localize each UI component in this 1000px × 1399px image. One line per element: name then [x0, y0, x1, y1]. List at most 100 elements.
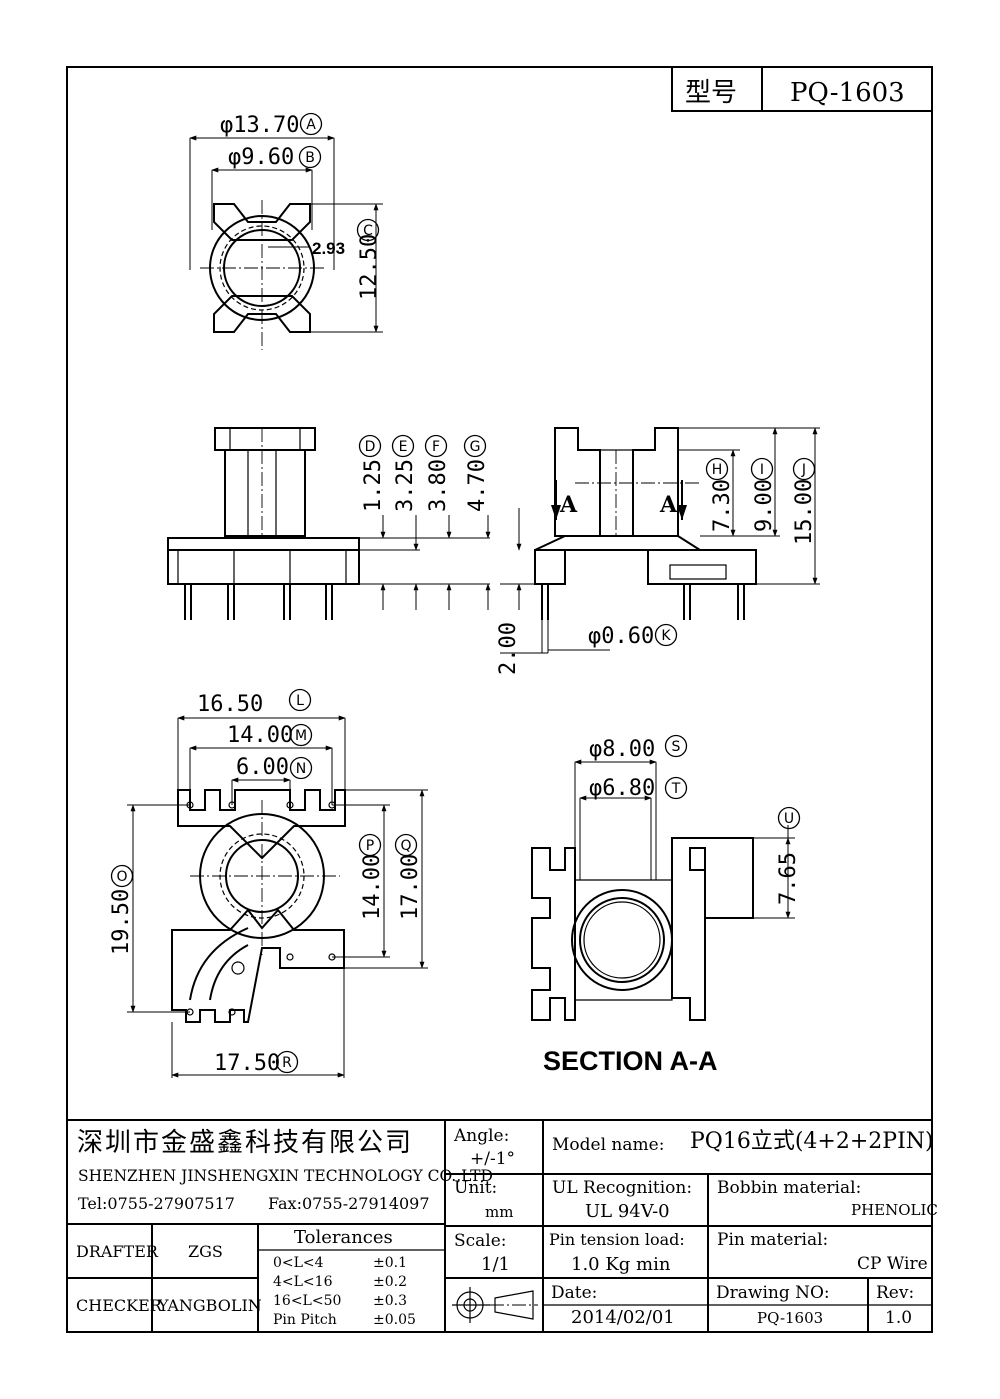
- circled-label-d: D: [358, 434, 382, 458]
- tolerance-value: ±0.3: [373, 1293, 407, 1309]
- dim-j-value: 15.00: [792, 479, 817, 545]
- dim-i-value: 9.00: [752, 479, 777, 532]
- circled-label-o: O: [110, 864, 134, 888]
- circled-label-g: G: [463, 434, 487, 458]
- company-tel: Tel:0755-27907517: [78, 1194, 235, 1213]
- tolerance-range: Pin Pitch: [273, 1312, 337, 1328]
- circled-label-t: T: [664, 776, 688, 800]
- date-value: 2014/02/01: [571, 1307, 675, 1328]
- section-marker-right: A: [659, 492, 678, 518]
- dim-g-value: 4.70: [465, 459, 490, 512]
- company-name-en: SHENZHEN JINSHENGXIN TECHNOLOGY CO.,LTD: [78, 1167, 493, 1185]
- top-view: [189, 135, 383, 350]
- dim-l-value: 16.50: [197, 692, 263, 717]
- circled-label-p: P: [358, 833, 382, 857]
- dim-h-value: 7.30: [710, 479, 735, 532]
- projection-symbol: [452, 1287, 538, 1323]
- title-block-top: 型号 PQ-1603: [671, 66, 933, 112]
- circled-label-n: N: [289, 756, 313, 780]
- section-view: [531, 759, 795, 1021]
- angle-value: +/-1°: [470, 1149, 516, 1169]
- pin-material-value: CP Wire: [857, 1254, 928, 1274]
- dim-e-value: 3.25: [393, 459, 418, 512]
- circled-label-k: K: [654, 623, 678, 647]
- rev-value: 1.0: [885, 1308, 913, 1328]
- dim-c-inner: 2.93: [312, 239, 345, 258]
- circled-label-a: A: [299, 112, 323, 136]
- model-type-label: 型号: [685, 78, 737, 108]
- svg-text:H: H: [712, 462, 723, 478]
- ul-value: UL 94V-0: [585, 1201, 670, 1222]
- section-marker-left: A: [559, 492, 578, 518]
- unit-value: mm: [485, 1203, 514, 1221]
- dim-k-value: φ0.60: [588, 624, 654, 649]
- svg-text:D: D: [365, 439, 376, 455]
- dim-r-value: 17.50: [214, 1051, 280, 1076]
- ul-label: UL Recognition:: [552, 1178, 693, 1198]
- circled-label-e: E: [391, 434, 415, 458]
- company-name-cn: 深圳市金盛鑫科技有限公司: [77, 1128, 414, 1158]
- model-name-label: Model name:: [552, 1135, 665, 1155]
- drafter-value: ZGS: [188, 1242, 223, 1261]
- dim-b-value: φ9.60: [228, 145, 294, 170]
- dim-n-value: 6.00: [236, 755, 289, 780]
- tolerance-value: ±0.2: [373, 1274, 407, 1290]
- pin-tension-value: 1.0 Kg min: [571, 1254, 671, 1275]
- circled-label-q: Q: [394, 833, 418, 857]
- dim-d-value: 1.25: [361, 459, 386, 512]
- drawing-no-label: Drawing NO:: [716, 1283, 830, 1303]
- svg-text:A: A: [306, 117, 316, 133]
- svg-text:M: M: [295, 728, 307, 744]
- section-title: SECTION A-A: [543, 1046, 718, 1076]
- front-view: [167, 427, 491, 620]
- side-view: [500, 427, 820, 654]
- scale-label: Scale:: [454, 1231, 507, 1251]
- svg-text:S: S: [672, 739, 681, 755]
- svg-text:L: L: [296, 693, 304, 709]
- pin-tension-label: Pin tension load:: [549, 1230, 685, 1249]
- sheet-border: [66, 66, 933, 1333]
- svg-text:P: P: [366, 838, 374, 854]
- circled-label-l: L: [288, 688, 312, 712]
- tolerance-range: 16<L<50: [273, 1293, 342, 1309]
- svg-text:R: R: [282, 1055, 292, 1071]
- unit-label: Unit:: [454, 1178, 498, 1198]
- pin-material-label: Pin material:: [717, 1230, 829, 1250]
- circled-label-h: H: [705, 457, 729, 481]
- date-label: Date:: [551, 1283, 598, 1303]
- dim-q-value: 17.00: [398, 854, 423, 920]
- dim-u-value: 7.65: [776, 852, 801, 905]
- tolerance-value: ±0.1: [373, 1255, 407, 1271]
- drawing-no-value: PQ-1603: [757, 1309, 824, 1327]
- dim-o-value: 19.50: [109, 889, 134, 955]
- circled-label-c: C: [356, 218, 380, 242]
- svg-text:G: G: [470, 439, 481, 455]
- dim-pin-length: 2.00: [496, 622, 521, 675]
- tolerance-value: ±0.05: [373, 1312, 416, 1328]
- dim-m-value: 14.00: [227, 723, 293, 748]
- tolerance-range: 0<L<4: [273, 1255, 324, 1271]
- dim-s-value: φ8.00: [589, 737, 655, 762]
- circled-label-r: R: [275, 1050, 299, 1074]
- dim-a-value: φ13.70: [220, 113, 299, 138]
- svg-text:F: F: [432, 439, 440, 455]
- dim-f-value: 3.80: [426, 459, 451, 512]
- svg-text:O: O: [116, 869, 127, 885]
- dim-t-value: φ6.80: [589, 776, 655, 801]
- dim-p-value: 14.00: [360, 854, 385, 920]
- circled-label-u: U: [777, 806, 801, 830]
- circled-label-m: M: [289, 723, 313, 747]
- model-number-top: PQ-1603: [790, 78, 905, 108]
- company-fax: Fax:0755-27914097: [268, 1194, 430, 1213]
- svg-text:I: I: [760, 462, 764, 478]
- dim-c-value: 12.50: [357, 234, 382, 300]
- checker-value: YANGBOLIN: [158, 1296, 262, 1315]
- angle-label: Angle:: [454, 1126, 510, 1146]
- drafter-label: DRAFTER: [76, 1242, 158, 1261]
- svg-text:U: U: [784, 811, 794, 827]
- scale-value: 1/1: [481, 1254, 510, 1275]
- svg-text:N: N: [296, 761, 306, 777]
- svg-text:K: K: [661, 628, 671, 644]
